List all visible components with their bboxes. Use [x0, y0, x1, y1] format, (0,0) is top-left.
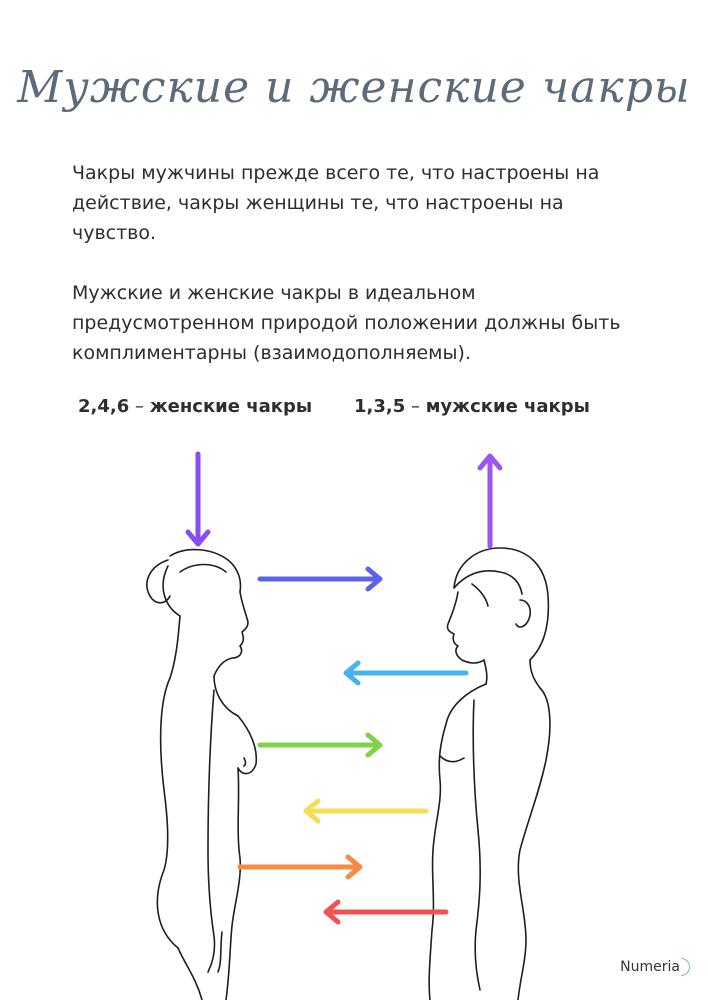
arrow-chakra-3: [303, 798, 429, 824]
chakra-illustration: [146, 451, 551, 1000]
brand-name: Numeria: [620, 959, 680, 975]
woman-figure: [146, 548, 258, 1000]
page-title: Мужские и женские чакры: [17, 62, 691, 113]
legend-female-numbers: 2,4,6: [78, 396, 130, 417]
arrow-chakra-5: [343, 660, 469, 686]
complementary-paragraph: Мужские и женские чакры в идеальном пред…: [72, 282, 621, 364]
legend-male-label: мужские чакры: [425, 396, 590, 417]
legend-female: 2,4,6 – женские чакры: [78, 396, 312, 417]
legend-dash-1: –: [134, 396, 144, 417]
arrow-chakra-6: [257, 566, 383, 592]
arrow-chakra-2: [237, 854, 363, 880]
legend-female-label: женские чакры: [149, 396, 313, 417]
chakra-arrows: [185, 451, 503, 925]
man-figure: [428, 547, 551, 1000]
arrow-chakra-1: [323, 899, 449, 925]
legend-male: 1,3,5 – мужские чакры: [354, 396, 590, 417]
legend-dash-2: –: [410, 396, 420, 417]
intro-paragraph: Чакры мужчины прежде всего те, что настр…: [72, 162, 600, 244]
legend-male-numbers: 1,3,5: [354, 396, 406, 417]
arrow-chakra-7-down: [185, 451, 211, 547]
brand-logo: Numeria: [620, 958, 690, 976]
arrow-chakra-7-up: [477, 453, 503, 549]
arrow-chakra-4: [257, 732, 383, 758]
brand-arc-icon: [681, 958, 690, 976]
